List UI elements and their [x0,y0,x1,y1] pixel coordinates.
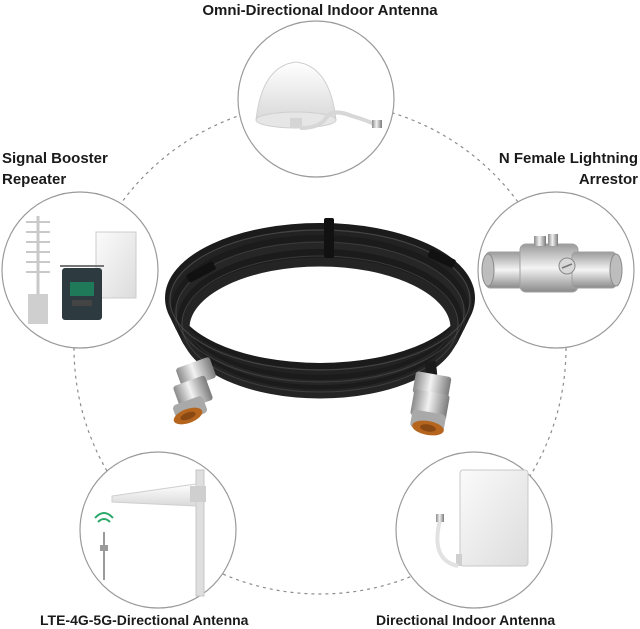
lte-antenna-circle [79,451,237,609]
indoor-antenna-label-text: Directional Indoor Antenna [376,612,556,628]
ceiling-dome-antenna-icon [255,61,382,130]
omni-antenna-label: Omni-Directional Indoor Antenna [0,0,640,21]
signal-booster-label-line2: Repeater [2,171,67,188]
lightning-arrestor-icon [481,234,623,293]
coaxial-cable-coil-icon [165,218,475,399]
panel-antenna-icon [435,469,529,568]
log-periodic-antenna-icon [94,469,206,597]
lightning-arrestor-label-line2: Arrestor [578,171,638,188]
signal-booster-kit-icon [26,216,137,324]
n-male-connector-right-icon [410,371,452,436]
omni-antenna-label-text: Omni-Directional Indoor Antenna [202,2,438,19]
lte-antenna-label: LTE-4G-5G-Directional Antenna [40,612,248,629]
signal-booster-label: Signal Booster Repeater [2,148,108,190]
lightning-arrestor-label-line1: N Female Lightning [498,150,638,167]
signal-booster-label-line1: Signal Booster [2,150,108,167]
indoor-antenna-label: Directional Indoor Antenna [376,612,555,629]
lte-antenna-label-text: LTE-4G-5G-Directional Antenna [40,612,249,628]
lightning-arrestor-label: N Female Lightning Arrestor [499,148,638,190]
n-male-connector-left-icon [173,357,216,425]
